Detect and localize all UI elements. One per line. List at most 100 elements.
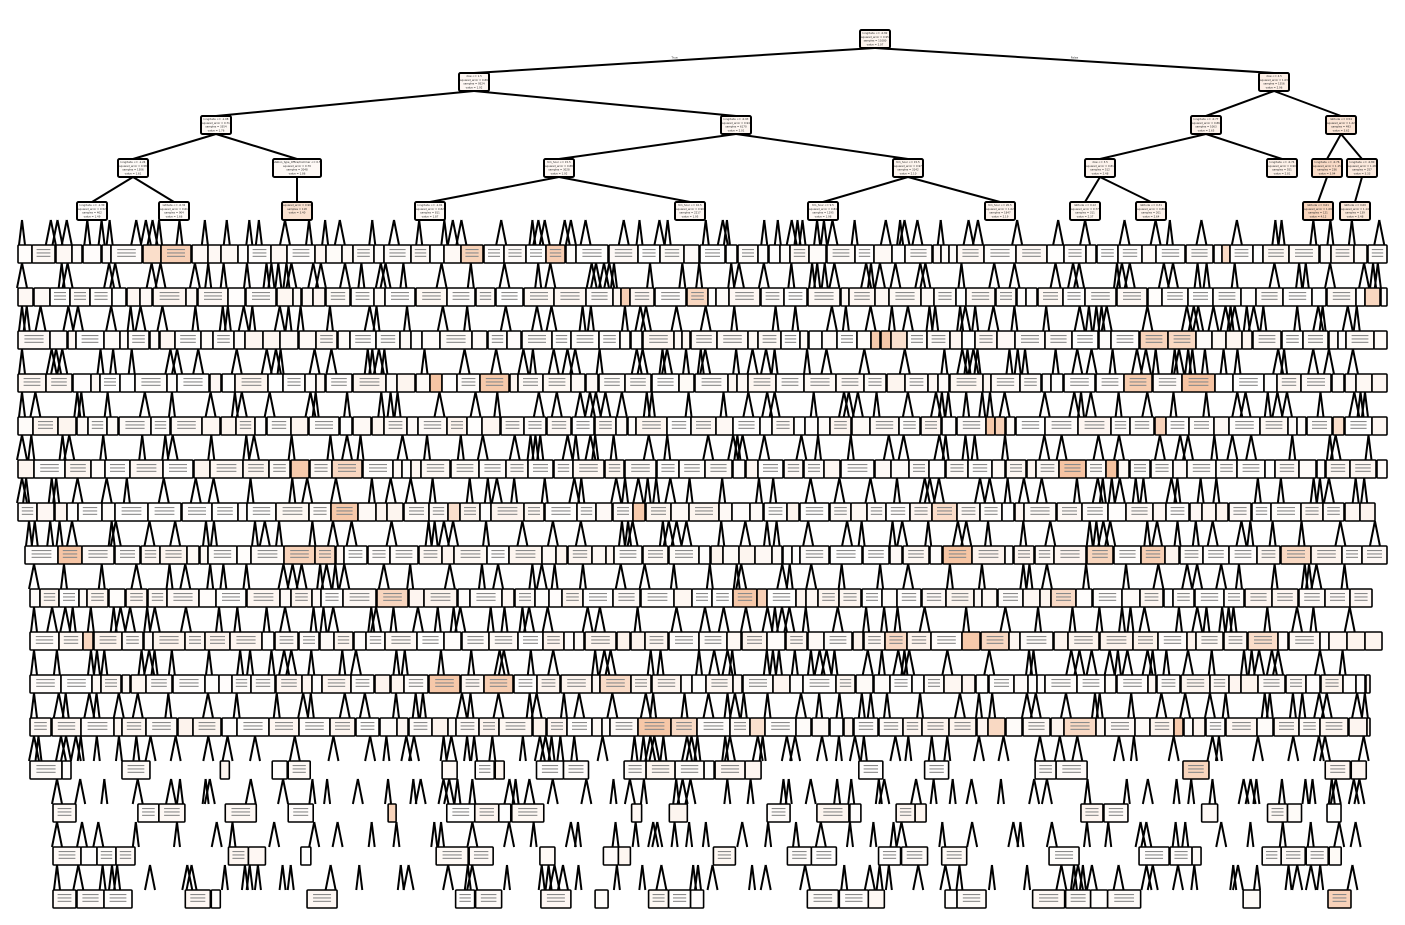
- node-text-line: [305, 722, 324, 724]
- tree-edge: [112, 692, 120, 719]
- tree-node: [654, 287, 687, 307]
- node-text-line: [461, 381, 476, 383]
- node-text-line: [494, 636, 513, 638]
- tree-edge: [1086, 778, 1092, 805]
- node-text-line: [634, 298, 650, 300]
- tree-node: [220, 416, 237, 436]
- node-text-line: [99, 642, 117, 644]
- tree-node: [29, 631, 60, 651]
- node-text-line: [913, 470, 925, 472]
- tree-edge: [1349, 821, 1357, 848]
- tree-edge: [204, 391, 212, 418]
- tree-edge: [235, 692, 241, 719]
- node-text-line: [929, 768, 944, 770]
- tree-node: [612, 287, 622, 307]
- node-text-line: [1082, 682, 1100, 684]
- node-text-line: [169, 470, 187, 472]
- node-text: squared_error = 0.61: [160, 207, 188, 211]
- tree-node: [718, 502, 733, 522]
- node-text-line: [248, 470, 264, 472]
- node-text-line: [868, 639, 881, 641]
- tree-edge: [341, 649, 347, 676]
- tree-edge: [248, 434, 255, 461]
- node-text-line: [409, 507, 424, 509]
- node-text: samples = 551: [1272, 168, 1292, 172]
- tree-edge: [1167, 262, 1174, 289]
- node-text-line: [82, 900, 99, 902]
- node-text-line: [337, 636, 350, 638]
- node-text-line: [1288, 295, 1307, 297]
- node-text-line: [606, 682, 625, 684]
- tree-node: [101, 502, 116, 522]
- node-text-line: [858, 252, 871, 254]
- tree-node: [612, 588, 641, 608]
- tree-edge: [816, 219, 822, 246]
- node-text-line: [1310, 857, 1324, 859]
- tree-edge: [787, 778, 793, 805]
- tree-edge: [658, 219, 666, 246]
- node-text-line: [190, 894, 206, 896]
- node-text-line: [432, 513, 445, 515]
- node-text-line: [273, 464, 286, 466]
- tree-edge: [1220, 563, 1228, 590]
- tree-edge: [447, 864, 455, 891]
- tree-edge: [912, 864, 920, 891]
- node-text-line: [413, 722, 428, 724]
- tree-node: [853, 717, 879, 737]
- node-text-line: [518, 682, 533, 684]
- node-text-line: [1003, 596, 1018, 598]
- node-text: tim_hour <= 20.5: [988, 203, 1012, 207]
- tree-node: [121, 717, 147, 737]
- node-text-line: [426, 470, 445, 472]
- tree-node: [823, 459, 841, 479]
- tree-node: [582, 588, 614, 608]
- node-text-line: [40, 467, 59, 469]
- node-text-line: [338, 470, 356, 472]
- tree-edge: [1099, 176, 1152, 203]
- tree-node: [387, 803, 397, 823]
- node-text-line: [1277, 513, 1295, 515]
- node-text-line: [510, 464, 524, 466]
- tree-node: [975, 674, 989, 694]
- node-text-line: [1051, 421, 1072, 423]
- tree-node: [446, 287, 476, 307]
- tree-node: [736, 373, 749, 393]
- tree-edge: [675, 520, 683, 547]
- tree-node: [1139, 588, 1164, 608]
- tree-edge: [288, 735, 296, 762]
- tree-node: [513, 674, 538, 694]
- node-text-line: [680, 771, 699, 773]
- node-text-line: [1087, 510, 1103, 512]
- node-text-line: [57, 728, 76, 730]
- node-text-line: [1026, 636, 1047, 638]
- tree-edge: [1363, 262, 1371, 289]
- tree-node: [979, 502, 1003, 522]
- node-text-line: [1335, 249, 1350, 251]
- tree-edge: [411, 606, 419, 633]
- tree-node: [757, 330, 782, 350]
- node-text-line: [1295, 642, 1314, 644]
- node-text-line: [661, 295, 680, 297]
- node-text-line: [652, 894, 665, 896]
- node-text-line: [173, 596, 193, 598]
- tree-edge: [751, 735, 759, 762]
- node-text-line: [1232, 722, 1251, 724]
- tree-edge: [329, 434, 335, 461]
- tree-node: [591, 717, 603, 737]
- tree-edge: [898, 348, 906, 375]
- node-text-line: [996, 378, 1015, 380]
- node-text-line: [1070, 384, 1089, 386]
- tree-edge: [553, 563, 559, 590]
- tree-node: [803, 373, 837, 393]
- node-text-line: [510, 467, 524, 469]
- node-box: [1258, 72, 1290, 92]
- node-box: [117, 158, 149, 178]
- node-text-line: [805, 513, 824, 515]
- tree-node: [474, 889, 503, 909]
- tree-edge: [765, 649, 771, 676]
- node-text-line: [946, 857, 962, 859]
- node-text-line: [925, 424, 937, 426]
- tree-edge: [55, 477, 61, 504]
